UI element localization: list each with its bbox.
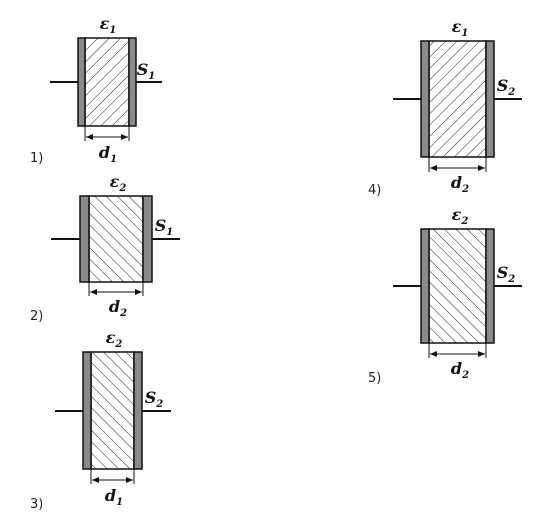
distance-label-main: d [451, 173, 462, 192]
right-plate [142, 195, 153, 283]
area-label: S2 [145, 388, 164, 410]
epsilon-label-subscript: 1 [461, 28, 468, 39]
distance-label-main: d [451, 359, 462, 378]
left-plate [79, 195, 90, 283]
distance-label: d2 [109, 297, 127, 319]
right-plate [128, 37, 137, 127]
right-plate [133, 351, 143, 470]
dielectric [88, 195, 144, 283]
distance-label-main: d [99, 143, 110, 162]
area-label-main: S [137, 60, 149, 79]
area-label: S1 [137, 60, 156, 82]
area-label-main: S [155, 216, 167, 235]
area-label: S2 [497, 263, 516, 285]
distance-label-subscript: 2 [461, 184, 469, 195]
area-label-subscript: 2 [507, 87, 515, 98]
area-label-main: S [145, 388, 157, 407]
area-label-subscript: 1 [166, 227, 173, 238]
distance-label-subscript: 1 [110, 154, 117, 165]
area-label: S2 [497, 76, 516, 98]
epsilon-label: ε2 [110, 172, 127, 194]
area-label-subscript: 2 [155, 399, 163, 410]
diagram-number: 4) [368, 183, 381, 198]
distance-label: d1 [105, 486, 123, 508]
epsilon-label-main: ε [100, 14, 110, 33]
area-label-subscript: 2 [507, 274, 515, 285]
diagram-number: 3) [30, 497, 43, 512]
dielectric [84, 37, 130, 127]
distance-label: d2 [451, 359, 469, 381]
epsilon-label: ε2 [106, 328, 123, 350]
right-plate [485, 40, 495, 158]
epsilon-label-subscript: 1 [109, 25, 116, 36]
area-label-subscript: 1 [148, 71, 155, 82]
left-plate [420, 40, 430, 158]
epsilon-label-subscript: 2 [114, 339, 122, 350]
distance-label-subscript: 2 [119, 308, 127, 319]
left-plate [82, 351, 92, 470]
left-plate [420, 228, 430, 344]
area-label-main: S [497, 76, 509, 95]
epsilon-label: ε2 [452, 205, 469, 227]
distance-label: d1 [99, 143, 117, 165]
dielectric [428, 228, 487, 344]
epsilon-label-main: ε [452, 17, 462, 36]
diagram-number: 2) [30, 309, 43, 324]
distance-label: d2 [451, 173, 469, 195]
epsilon-label-subscript: 2 [460, 216, 468, 227]
distance-label-subscript: 1 [116, 497, 123, 508]
distance-label-main: d [109, 297, 120, 316]
dielectric [428, 40, 487, 158]
epsilon-label: ε1 [452, 17, 469, 39]
right-plate [485, 228, 495, 344]
epsilon-label-main: ε [452, 205, 462, 224]
area-label-main: S [497, 263, 509, 282]
distance-label-subscript: 2 [461, 370, 469, 381]
diagram-number: 5) [368, 371, 381, 386]
epsilon-label-main: ε [110, 172, 120, 191]
epsilon-label-main: ε [106, 328, 116, 347]
diagram-number: 1) [30, 151, 43, 166]
area-label: S1 [155, 216, 174, 238]
epsilon-label-subscript: 2 [118, 183, 126, 194]
distance-label-main: d [105, 486, 116, 505]
epsilon-label: ε1 [100, 14, 117, 36]
left-plate [77, 37, 86, 127]
dielectric [90, 351, 135, 470]
